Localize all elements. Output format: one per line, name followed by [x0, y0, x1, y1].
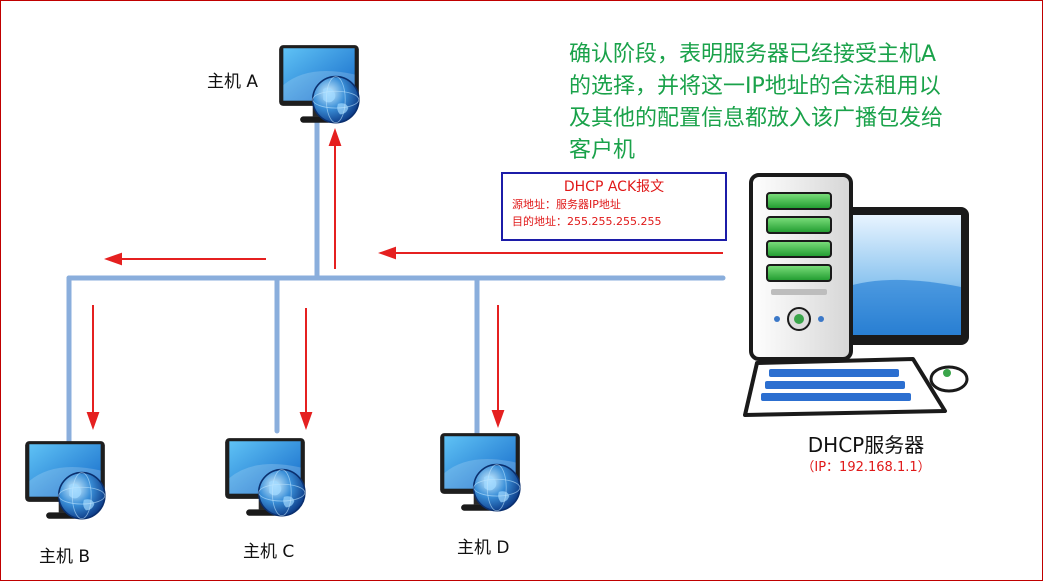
- ack-phase-caption: 确认阶段，表明服务器已经接受主机A 的选择，并将这一IP地址的合法租用以 及其他…: [569, 39, 1029, 167]
- host-c-computer-icon: [224, 437, 306, 517]
- host-d-label: 主机 D: [457, 538, 510, 558]
- arrow-to-host-c: [299, 308, 313, 430]
- host-a-label: 主机 A: [207, 72, 259, 92]
- caption-line: 确认阶段，表明服务器已经接受主机A: [569, 42, 937, 67]
- packet-destination: 目的地址：255.255.255.255: [512, 215, 662, 228]
- dhcp-server-icon: [743, 173, 969, 417]
- caption-line: 及其他的配置信息都放入该广播包发给: [569, 106, 944, 131]
- server-ip: （IP：192.168.1.1）: [801, 460, 931, 475]
- broadcast-arrows: [86, 128, 723, 430]
- network-bus: [66, 118, 726, 444]
- host-b-label: 主机 B: [39, 547, 91, 567]
- host-b-computer-icon: [24, 440, 106, 520]
- packet-source: 源地址：服务器IP地址: [512, 198, 621, 211]
- arrow-from-server: [378, 246, 723, 260]
- host-d-computer-icon: [439, 432, 521, 512]
- dhcp-ack-packet-box: DHCP ACK报文 源地址：服务器IP地址 目的地址：255.255.255.…: [501, 172, 727, 241]
- host-c-label: 主机 C: [243, 542, 295, 562]
- caption-line: 的选择，并将这一IP地址的合法租用以: [569, 74, 941, 99]
- arrow-to-host-b: [86, 305, 100, 430]
- arrow-to-host-d: [491, 305, 505, 428]
- arrow-to-host-a: [328, 128, 342, 269]
- packet-title: DHCP ACK报文: [563, 179, 665, 195]
- server-name: DHCP服务器: [807, 433, 925, 457]
- caption-line: 客户机: [569, 138, 636, 163]
- arrow-left-on-bus: [104, 252, 266, 266]
- host-a-computer-icon: [278, 44, 360, 124]
